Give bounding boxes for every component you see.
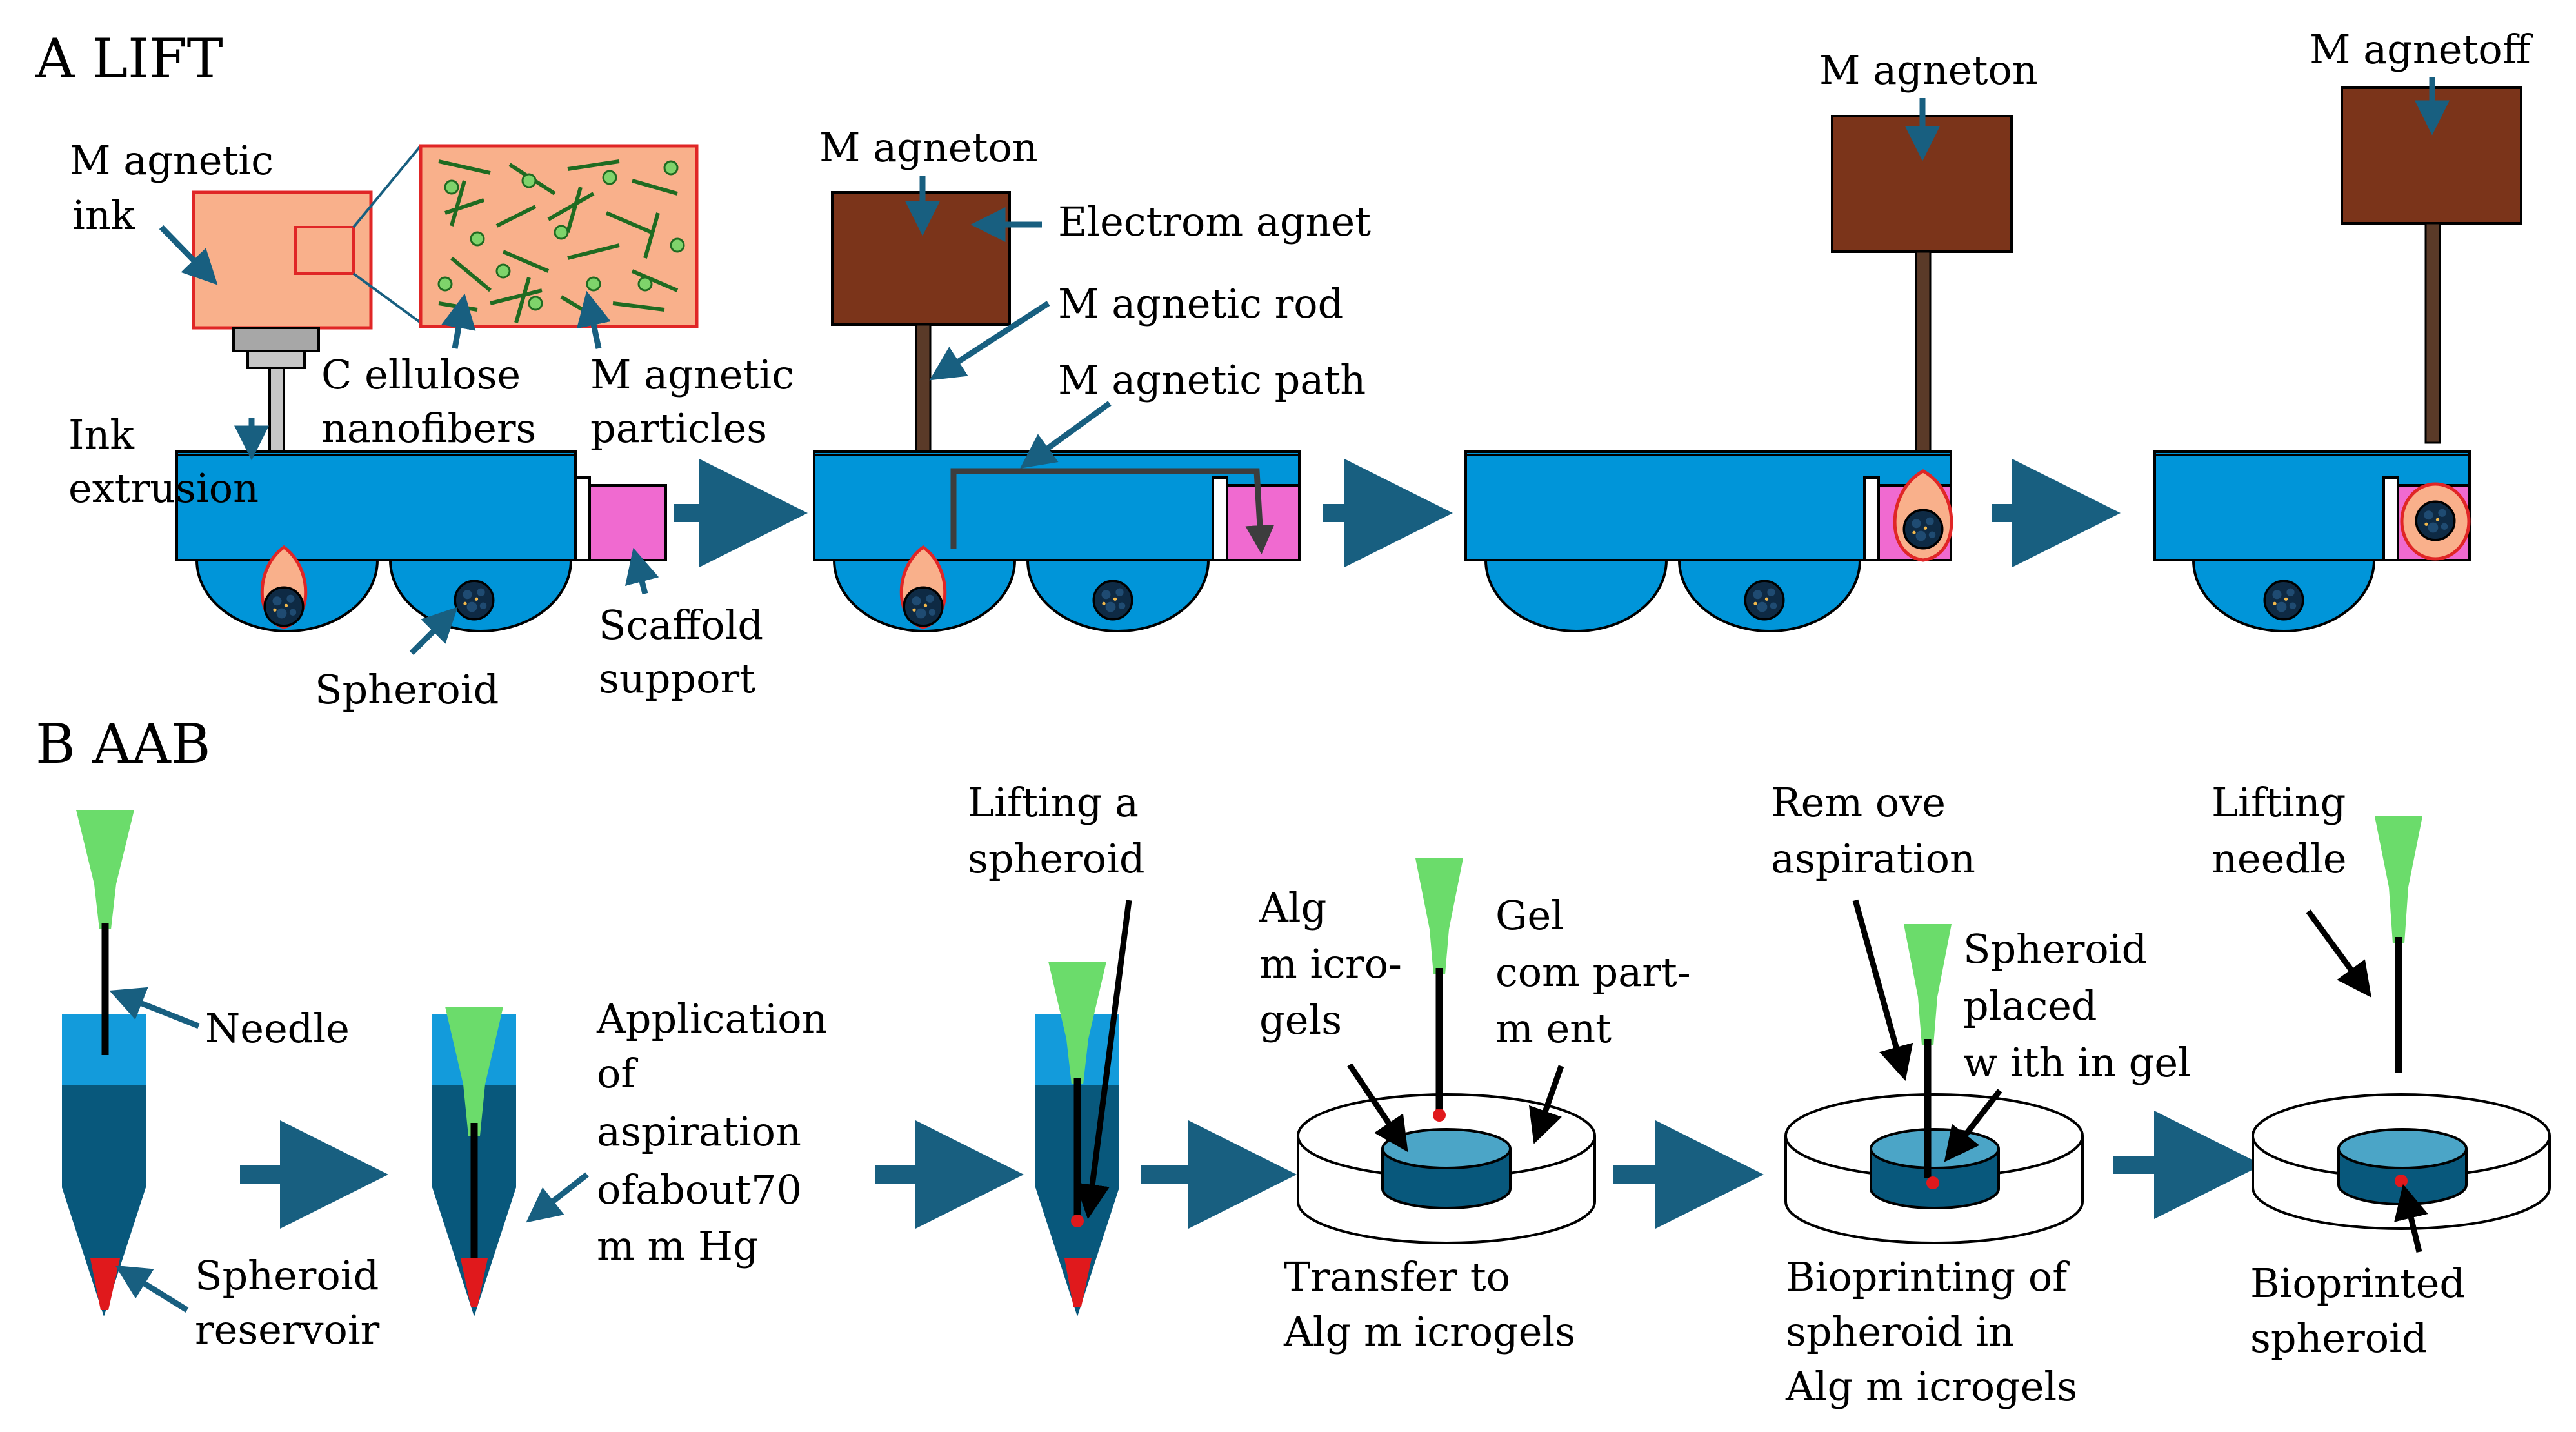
lifted-spheroid [1071,1215,1084,1227]
spheroid-reservoir-cells [90,1258,120,1310]
label-bioprint-2: spheroid in [1786,1308,2014,1355]
stage-a2-magnet-on [813,191,1301,632]
label-transfer-2: Alg m icrogels [1283,1308,1575,1355]
printhead-collar [232,327,320,352]
label-remove-2: aspiration [1771,835,1975,882]
stage-b3-lifting [1035,962,1119,1316]
label-reservoir-1: Spheroid [195,1252,379,1299]
magnetic-rod [2424,222,2441,444]
stage-a3-magnet-lift [1464,115,2013,632]
label-lift-needle-2: needle [2212,835,2347,882]
label-scaffold-2: support [599,655,755,702]
label-placed-1: Spheroid [1963,925,2147,973]
spheroid-icon [1092,580,1133,621]
label-magnetic-particles-2: particles [590,405,767,452]
label-lift-needle-1: Lifting [2212,779,2346,826]
label-alg-1: Alg [1259,884,1326,931]
label-aspiration-4: ofabout70 [597,1166,802,1213]
label-magnetic-particles-1: M agnetic [590,351,794,398]
label-placed-3: w ith in gel [1963,1039,2191,1086]
label-transfer-1: Transfer to [1284,1253,1510,1300]
label-magnet-off: M agnetoff [2310,26,2533,73]
zoom-region [294,226,355,275]
label-spheroid: Spheroid [315,666,499,713]
needle-hub-icon [2375,816,2422,943]
label-placed-2: placed [1963,982,2097,1029]
scaffold-support [588,484,667,561]
scaffold-support [1226,484,1301,561]
spheroid-icon [454,580,495,621]
culture-plate [175,450,577,561]
label-aspiration-1: Application [596,995,828,1042]
label-lifting-1: Lifting a [968,779,1139,826]
bioprinted-spheroid-dot [2395,1175,2408,1187]
spheroid-dot [1926,1176,1939,1189]
label-cellulose-1: C ellulose [321,351,521,398]
spheroid-dot [1433,1109,1446,1122]
label-electromagnet: Electrom agnet [1058,198,1371,245]
label-alg-3: gels [1259,996,1342,1044]
spheroid-icon [263,586,305,627]
label-printed-2: spheroid [2250,1315,2428,1362]
label-magnetic-ink-2: ink [72,192,135,239]
label-aspiration-5: m m Hg [597,1222,759,1269]
spheroid-icon [2415,500,2456,541]
spheroid-icon [1744,580,1785,621]
needle-hub-icon [1904,924,1952,1045]
label-aspiration-2: of [597,1050,638,1097]
panel-b-header: B AAB [35,712,210,776]
label-printed-1: Bioprinted [2250,1260,2465,1307]
stage-b1-tube [62,810,146,1316]
stage-b6-lifting-needle [2252,816,2551,1230]
magnetic-ink-reservoir [192,190,373,330]
label-gel-1: Gel [1495,892,1564,939]
magnetic-particles-icon [437,160,685,311]
label-ink-extrusion-1: Ink [68,411,134,458]
needle-hub-icon [445,1007,503,1136]
label-aspiration-3: aspiration [597,1108,801,1155]
tube-body [62,1085,146,1316]
label-bioprint-3: Alg m icrogels [1785,1363,2077,1410]
stage-b4-transfer [1297,858,1596,1244]
label-remove-1: Rem ove [1771,779,1946,826]
magnetic-path-arrow [950,468,1275,554]
needle-hub-icon [1415,858,1463,974]
label-magnetic-path: M agnetic path [1058,356,1366,403]
stage-b2-aspiration [432,1007,516,1316]
spheroid-icon [1902,509,1944,550]
stage-a4-magnet-off [2153,86,2522,632]
stage-b5-bioprinting [1784,924,2084,1244]
panel-a-header: A LIFT [35,27,223,90]
needle-hub-icon [1048,962,1106,1084]
label-cellulose-2: nanofibers [321,405,536,452]
spheroid-icon [2263,580,2304,621]
label-magnetic-rod: M agnetic rod [1058,280,1343,327]
label-magnetic-ink-1: M agnetic [70,137,274,184]
label-bioprint-1: Bioprinting of [1786,1253,2070,1300]
label-magnet-on-2: M agneton [1819,46,2038,94]
spheroid-icon [903,586,944,627]
label-ink-extrusion-2: extrusion [68,465,259,512]
label-needle: Needle [205,1005,350,1052]
label-lifting-2: spheroid [968,835,1145,882]
label-gel-3: m ent [1495,1005,1612,1052]
needle-hub-icon [76,810,134,929]
label-gel-2: com part- [1495,949,1691,996]
label-alg-2: m icro- [1259,940,1402,987]
label-scaffold-1: Scaffold [599,601,763,649]
label-magnet-on-1: M agneton [819,124,1038,171]
label-reservoir-2: reservoir [195,1306,380,1353]
